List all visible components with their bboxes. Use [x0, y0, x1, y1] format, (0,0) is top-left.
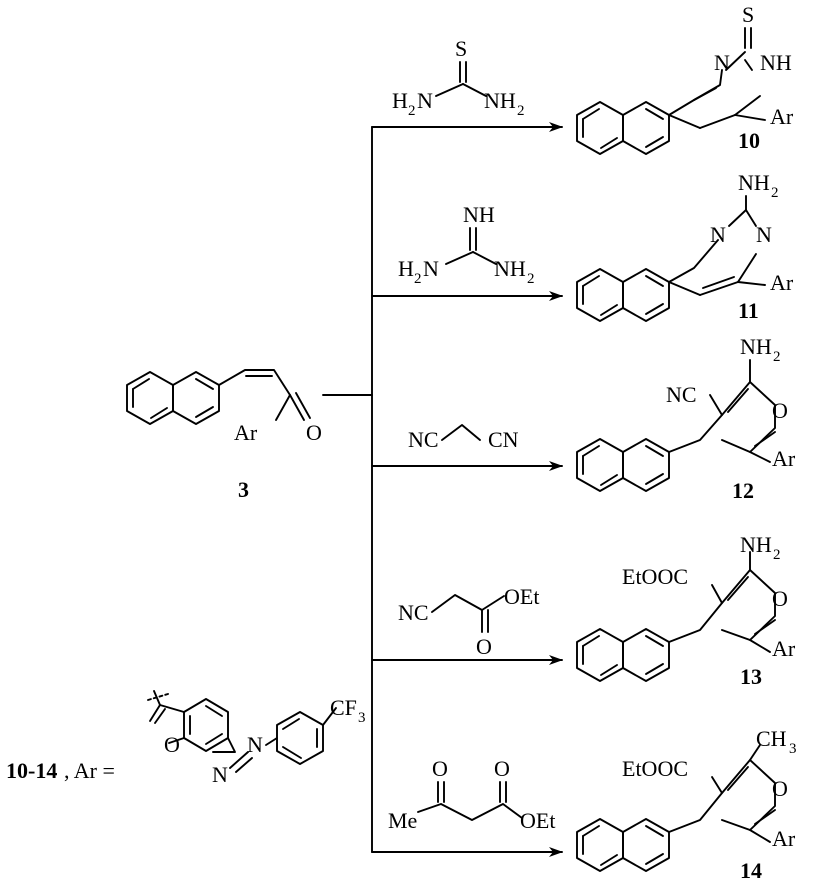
product-12-nh2: NH — [740, 334, 772, 359]
product-13-ar: Ar — [772, 636, 796, 661]
aryl-o-label: O — [164, 732, 180, 757]
product-14-o: O — [772, 776, 788, 801]
product-14-ch3: CH — [756, 726, 787, 751]
aryl-definition: 10-14 , Ar = O N N CF 3 — [6, 690, 366, 787]
product-10-n: N — [714, 50, 730, 75]
compound-13: NH 2 EtOOC O Ar 13 — [576, 532, 796, 689]
compound-3: Ar O 3 — [126, 369, 322, 502]
compound-3-number: 3 — [238, 477, 249, 502]
product-14-ch3-sub: 3 — [789, 741, 797, 757]
product-10-ar: Ar — [770, 104, 794, 129]
product-13-ester: EtOOC — [622, 564, 688, 589]
guanidine-h2n-h: H — [398, 256, 414, 281]
compound-12: NH 2 NC O Ar 12 — [576, 334, 796, 503]
product-11-ar: Ar — [770, 270, 794, 295]
cf3-label: CF — [330, 695, 357, 720]
guanidine-h2n-sub: 2 — [414, 271, 422, 287]
attachment-point — [147, 693, 169, 701]
guanidine-nh2-sub: 2 — [527, 271, 535, 287]
cf3-subscript: 3 — [358, 710, 366, 726]
thiourea-s: S — [455, 36, 467, 61]
product-14-ar: Ar — [772, 826, 796, 851]
compound-10: S N NH Ar 10 — [576, 2, 794, 155]
naphthalene-ring — [576, 628, 670, 682]
product-12-o: O — [772, 398, 788, 423]
compound-12-number: 12 — [732, 478, 754, 503]
reagent-ethyl-cyanoacetate: NC OEt O — [398, 584, 539, 659]
malononitrile-cn: CN — [488, 427, 519, 452]
cyanoacetate-o: O — [476, 634, 492, 659]
compound-11: NH 2 N N Ar 11 — [576, 170, 794, 323]
guanidine-nh2: NH — [494, 256, 526, 281]
compound-14: CH 3 EtOOC O Ar 14 — [576, 726, 797, 883]
naphthalene-ring — [576, 438, 670, 492]
compound-14-number: 14 — [740, 858, 762, 883]
product-11-n-right: N — [756, 222, 772, 247]
product-12-nc: NC — [666, 382, 697, 407]
phenyl-ring — [276, 711, 324, 765]
guanidine-nh: NH — [463, 202, 495, 227]
acetoacetate-me: Me — [388, 808, 417, 833]
cyanoacetate-nc: NC — [398, 600, 429, 625]
naphthalene-ring — [576, 101, 670, 155]
product-11-n-left: N — [710, 222, 726, 247]
product-12-ar: Ar — [772, 446, 796, 471]
product-13-nh2: NH — [740, 532, 772, 557]
thiourea-h2n-n: N — [417, 88, 433, 113]
reagent-thiourea: S H 2 N NH 2 — [392, 36, 525, 119]
product-12-nh2-sub: 2 — [773, 349, 781, 365]
reagent-ethyl-acetoacetate: O O Me OEt — [388, 756, 555, 833]
cyanoacetate-oet: OEt — [504, 584, 539, 609]
compound-10-number: 10 — [738, 128, 760, 153]
aryl-ar-equals: , Ar = — [64, 758, 115, 783]
product-10-nh: NH — [760, 50, 792, 75]
naphthalene-ring — [576, 268, 670, 322]
reagent-malononitrile: NC CN — [408, 424, 519, 452]
thiourea-h2n-h: H — [392, 88, 408, 113]
thiourea-nh2-sub: 2 — [517, 103, 525, 119]
product-10-s: S — [742, 2, 754, 27]
guanidine-h2n-n: N — [423, 256, 439, 281]
acetoacetate-o1: O — [432, 756, 448, 781]
azo-n1-label: N — [212, 762, 228, 787]
aryl-range-label: 10-14 — [6, 758, 57, 783]
malononitrile-nc: NC — [408, 427, 439, 452]
product-13-nh2-sub: 2 — [773, 547, 781, 563]
naphthalene-ring — [126, 371, 220, 425]
acetoacetate-oet: OEt — [520, 808, 555, 833]
azo-n2-label: N — [247, 732, 263, 757]
product-14-ester: EtOOC — [622, 756, 688, 781]
product-11-nh2-sub: 2 — [771, 185, 779, 201]
compound-13-number: 13 — [740, 664, 762, 689]
starting-o-label: O — [306, 420, 322, 445]
acetoacetate-o2: O — [494, 756, 510, 781]
product-11-nh2: NH — [738, 170, 770, 195]
naphthalene-ring — [576, 818, 670, 872]
benzofuran-ring — [149, 690, 229, 752]
compound-11-number: 11 — [738, 298, 759, 323]
thiourea-nh2: NH — [484, 88, 516, 113]
starting-ar-label: Ar — [234, 420, 258, 445]
thiourea-h2n-sub: 2 — [408, 103, 416, 119]
reaction-branches — [322, 122, 563, 857]
product-13-o: O — [772, 586, 788, 611]
reagent-guanidine: NH H 2 N NH 2 — [398, 202, 535, 287]
